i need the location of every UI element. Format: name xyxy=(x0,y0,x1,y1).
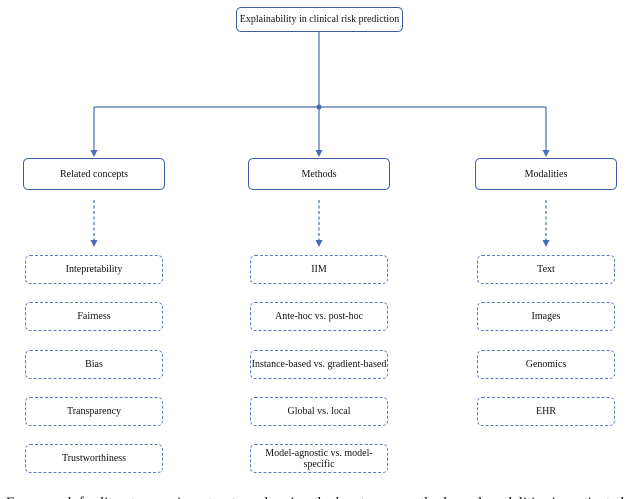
category-modalities: Modalities xyxy=(475,158,617,190)
item-label: Trustworthiness xyxy=(61,453,127,464)
item-text: Text xyxy=(477,255,615,284)
category-related-concepts: Related concepts xyxy=(23,158,165,190)
item-label: Text xyxy=(537,264,555,275)
item-label: Genomics xyxy=(525,359,567,370)
item-global-vs-local: Global vs. local xyxy=(250,397,388,426)
item-label: EHR xyxy=(536,406,556,417)
item-label: Intepretability xyxy=(65,264,123,275)
item-label: Bias xyxy=(85,359,103,370)
item-images: Images xyxy=(477,302,615,331)
item-label: Global vs. local xyxy=(287,406,351,417)
item-trustworthiness: Trustworthiness xyxy=(25,444,163,473)
item-transparency: Transparency xyxy=(25,397,163,426)
item-label: Instance-based vs. gradient-based xyxy=(251,359,387,370)
item-fairness: Fairness xyxy=(25,302,163,331)
figure-caption: Framework for literature review structur… xyxy=(0,488,640,499)
item-instance-vs-gradient: Instance-based vs. gradient-based xyxy=(250,350,388,379)
item-label: IIM xyxy=(311,264,327,275)
item-label: Model-agnostic vs. model-specific xyxy=(265,447,373,470)
item-label: Images xyxy=(531,311,561,322)
item-model-agnostic-vs-specific: Model-agnostic vs. model-specific xyxy=(250,444,388,473)
item-genomics: Genomics xyxy=(477,350,615,379)
category-label: Related concepts xyxy=(59,168,129,180)
category-label: Modalities xyxy=(524,168,568,180)
item-label: Transparency xyxy=(66,406,122,417)
item-intepretability: Intepretability xyxy=(25,255,163,284)
item-bias: Bias xyxy=(25,350,163,379)
category-methods: Methods xyxy=(248,158,390,190)
root-node-label: Explainability in clinical risk predicti… xyxy=(239,14,400,25)
item-ehr: EHR xyxy=(477,397,615,426)
category-label: Methods xyxy=(301,168,337,180)
item-label: Ante-hoc vs. post-hoc xyxy=(274,311,364,322)
item-label: Fairness xyxy=(77,311,111,322)
root-node: Explainability in clinical risk predicti… xyxy=(236,7,403,32)
item-ante-hoc-vs-post-hoc: Ante-hoc vs. post-hoc xyxy=(250,302,388,331)
item-iim: IIM xyxy=(250,255,388,284)
